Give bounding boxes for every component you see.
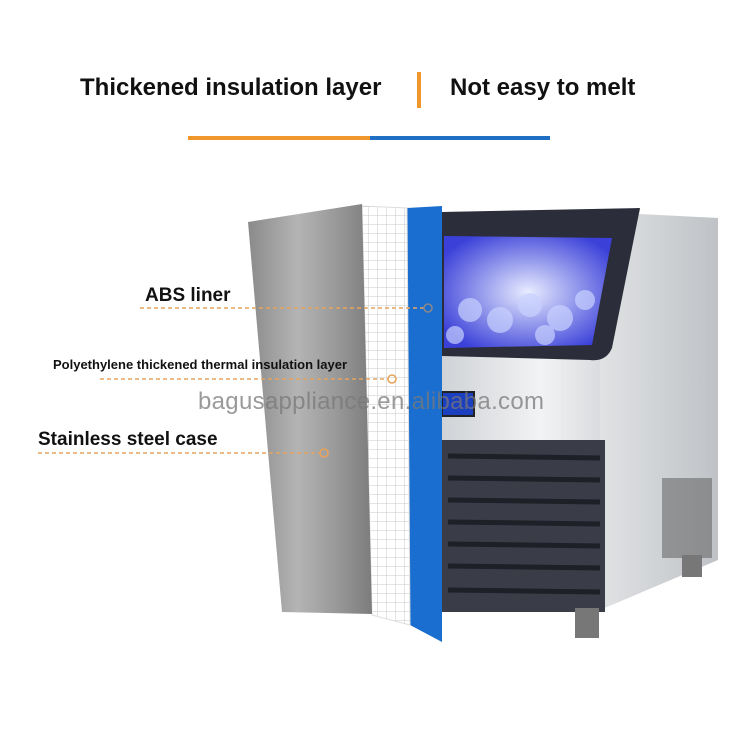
header-right-title: Not easy to melt xyxy=(450,74,636,101)
ice-machine xyxy=(441,208,718,638)
watermark: bagusappliance.en.alibaba.com xyxy=(198,388,545,415)
foot xyxy=(682,555,702,577)
foot xyxy=(575,608,599,638)
callout-dot-icon xyxy=(423,303,433,313)
title-divider xyxy=(417,72,421,108)
callout-label-abs: ABS liner xyxy=(145,285,231,306)
underline-blue xyxy=(370,136,550,140)
underline-orange xyxy=(188,136,370,140)
steel-case-panel xyxy=(248,204,372,614)
callout-label-poly: Polyethylene thickened thermal insulatio… xyxy=(53,357,348,372)
callout-dot-icon xyxy=(319,448,329,458)
header-left-title: Thickened insulation layer xyxy=(80,74,382,101)
abs-liner-panel xyxy=(407,206,442,642)
callout-label-steel: Stainless steel case xyxy=(38,429,218,450)
callout-dot-icon xyxy=(387,374,397,384)
